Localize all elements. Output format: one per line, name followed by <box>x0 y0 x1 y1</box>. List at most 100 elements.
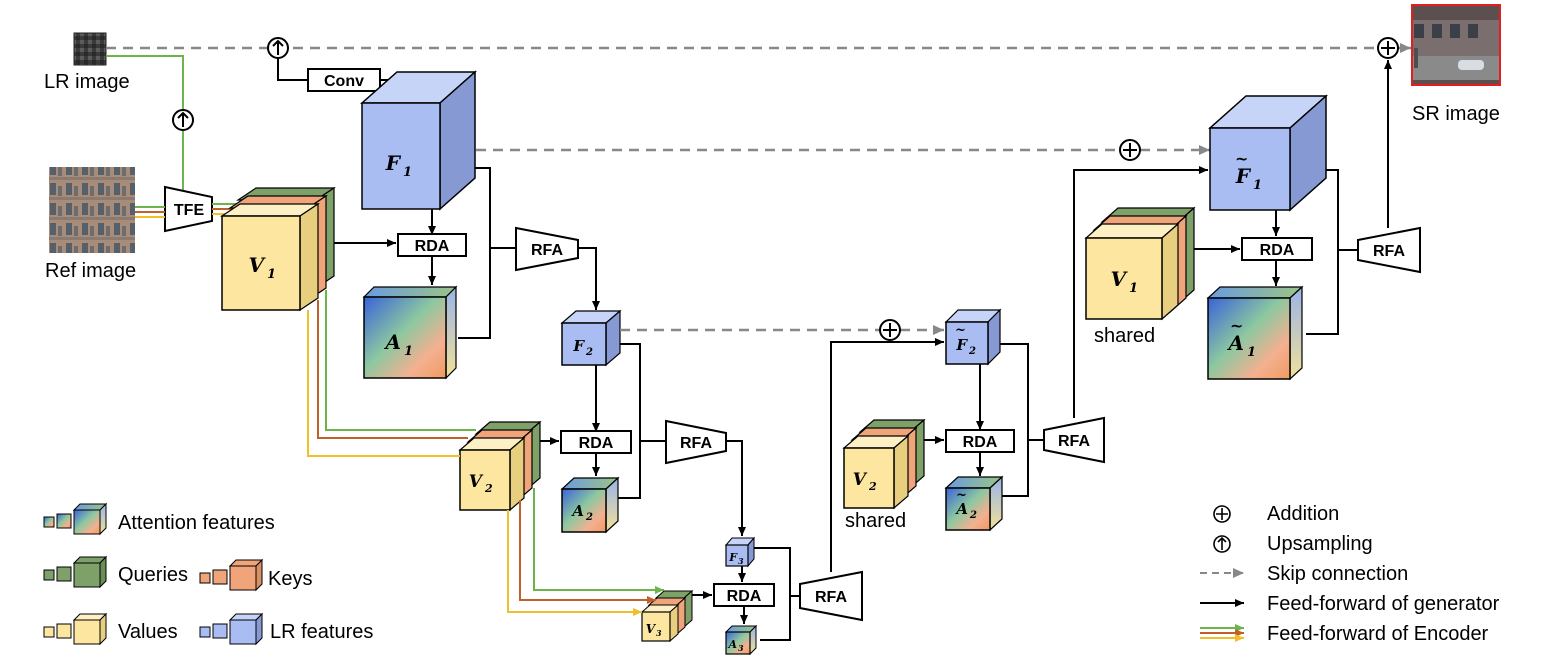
addition-icon <box>879 319 901 341</box>
legend-attention-label: Attention features <box>118 512 275 534</box>
rfa-label-2: RFA <box>680 435 712 452</box>
shared-label-v2: shared <box>845 510 906 532</box>
up-to-conv-line <box>277 58 308 81</box>
f3-sub: 3 <box>738 556 744 566</box>
tf2-sub: 2 <box>968 346 976 357</box>
rda-label-2: RDA <box>579 435 614 452</box>
f1-bypass <box>458 167 491 339</box>
lr-feature-cube-tf1 <box>1208 94 1328 212</box>
legend-attention-icon <box>43 502 108 536</box>
legend-addition-icon <box>1213 505 1231 523</box>
a3-label: A <box>727 638 737 651</box>
legend-skip-label: Skip connection <box>1267 563 1408 585</box>
sv2-label: V <box>853 470 868 490</box>
encoder-line-green-2 <box>533 488 664 594</box>
ta2-label: A <box>954 500 968 518</box>
legend-addition-label: Addition <box>1267 503 1339 525</box>
tf2-bypass <box>1000 343 1029 497</box>
legend-keys-icon <box>199 558 264 592</box>
sv1-label: V <box>1110 267 1128 291</box>
tfe-label: TFE <box>174 202 205 219</box>
legend-upsampling-label: Upsampling <box>1267 533 1373 555</box>
tf1-sub: 1 <box>1253 178 1262 193</box>
sr-image <box>1411 4 1501 86</box>
lr-feature-cube-tf2 <box>944 308 1002 366</box>
f1-sub: 1 <box>403 165 412 180</box>
v2-sub: 2 <box>484 482 493 495</box>
addition-icon <box>1119 139 1141 161</box>
tf2-tilde: ~ <box>955 323 966 338</box>
legend-queries-label: Queries <box>118 564 188 586</box>
attention-cube-a3 <box>724 624 758 656</box>
f1-label: F <box>385 151 402 175</box>
rfa-block-2 <box>665 419 727 465</box>
value-cube-v2 <box>458 420 542 512</box>
legend-keys-label: Keys <box>268 568 312 590</box>
f2-sub: 2 <box>585 347 593 358</box>
attention-cube-ta1 <box>1206 285 1304 381</box>
legend-generator-label: Feed-forward of generator <box>1267 593 1500 615</box>
a2-sub: 2 <box>585 512 593 523</box>
tf1-label: F <box>1235 164 1252 188</box>
tf1-tilde: ~ <box>1235 149 1248 168</box>
sv1-sub: 1 <box>1129 281 1138 296</box>
rfa-label-1: RFA <box>531 242 563 259</box>
v3-sub: 3 <box>656 628 662 638</box>
attention-cube-ta2 <box>944 475 1004 532</box>
encoder-line-orange-1 <box>317 300 468 439</box>
upsampling-icon <box>267 37 289 59</box>
value-cube-shared-v2 <box>842 418 926 510</box>
a1-sub: 1 <box>404 344 413 359</box>
rfa-block-5 <box>1357 226 1421 274</box>
rfa-block-3 <box>799 570 863 622</box>
v1-sub: 1 <box>267 267 276 282</box>
legend-lr-features-label: LR features <box>270 621 373 643</box>
rda-label-3: RDA <box>727 588 762 605</box>
v3-label: V <box>646 622 657 636</box>
rfa-label-5: RFA <box>1373 243 1405 260</box>
rfa-label-3: RFA <box>815 589 847 606</box>
f3-bypass <box>754 547 791 641</box>
rfa-label-4: RFA <box>1058 433 1090 450</box>
a1-label: A <box>383 330 401 354</box>
lr-to-tfe-line <box>106 55 184 197</box>
a3-sub: 3 <box>738 643 744 653</box>
legend-values-label: Values <box>118 621 178 643</box>
sr-image-label: SR image <box>1412 103 1500 125</box>
ta1-sub: 1 <box>1247 345 1256 360</box>
value-cube-v1 <box>220 186 336 312</box>
ta2-tilde: ~ <box>956 488 967 503</box>
value-cube-v3 <box>640 589 694 643</box>
legend-upsampling-icon <box>1213 535 1231 553</box>
attention-cube-a2 <box>560 476 620 534</box>
legend-left: Attention features Queries Keys Val <box>43 502 373 646</box>
conv-label: Conv <box>324 73 364 90</box>
upsampling-icon <box>172 109 194 131</box>
lr-feature-cube-f3 <box>724 536 756 568</box>
encoder-line-green-1 <box>325 290 476 431</box>
ta2-sub: 2 <box>969 510 977 521</box>
ref-image <box>49 167 135 253</box>
legend-encoder-label: Feed-forward of Encoder <box>1267 623 1489 645</box>
sv2-sub: 2 <box>868 480 877 493</box>
lr-feature-cube-f2 <box>560 309 622 367</box>
v1-label: V <box>248 253 266 277</box>
lr-image <box>73 32 107 66</box>
rfa-block-1 <box>515 226 579 272</box>
ref-image-label: Ref image <box>45 260 136 282</box>
legend-encoder-icon <box>1200 624 1244 642</box>
rfa-block-4 <box>1043 416 1105 464</box>
legend-queries-icon <box>43 555 108 589</box>
encoder-line-yellow-1 <box>307 310 460 457</box>
legend-lr-features-icon <box>199 612 264 646</box>
tf1-bypass <box>1306 169 1339 335</box>
legend-values-icon <box>43 612 108 646</box>
rda-label-1: RDA <box>415 238 450 255</box>
shared-label-v1: shared <box>1094 325 1155 347</box>
f2-bypass <box>618 343 641 499</box>
rda-label-4: RDA <box>963 434 998 451</box>
encoder-line-yellow-2 <box>507 510 642 616</box>
encoder-line-orange-2 <box>519 500 656 604</box>
value-cube-shared-v1 <box>1084 206 1196 321</box>
